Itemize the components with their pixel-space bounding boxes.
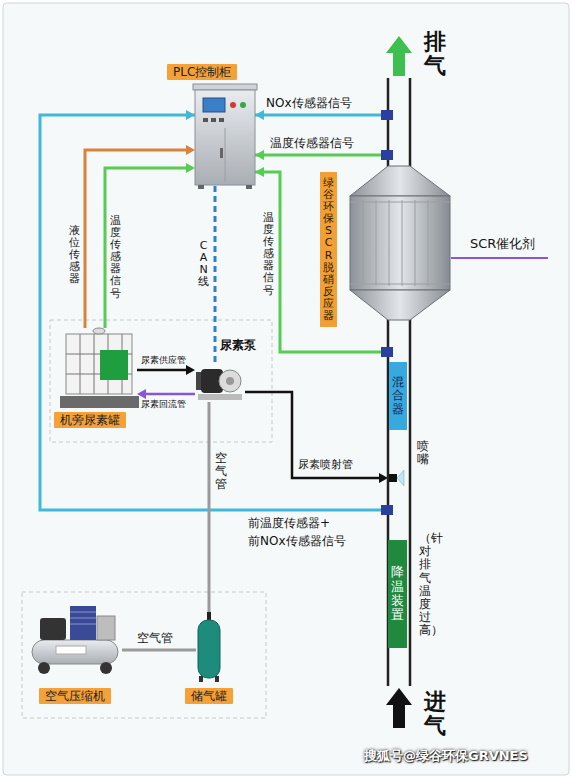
box-text: 降温装置 — [391, 565, 404, 622]
arrow-head — [186, 163, 195, 173]
urea-tank — [60, 328, 139, 408]
signal-name-holder: 温度传感器信号 — [270, 136, 354, 150]
node-heading: 机旁尿素罐 — [54, 412, 126, 428]
connector-label-holder: 尿素供应管 — [141, 355, 186, 366]
part-name: 喷嘴 — [417, 440, 429, 466]
connector-line — [137, 369, 189, 372]
plc-cabinet — [193, 84, 257, 189]
mixer-box: 混合器 — [389, 362, 407, 430]
connector-line — [122, 649, 196, 652]
connector — [137, 389, 195, 399]
node-title: PLC控制柜 — [173, 65, 231, 79]
inlet-label-holder: 进气 — [424, 690, 446, 738]
signal-name: 温度传感器信号 — [263, 212, 274, 297]
connector-line — [85, 150, 189, 328]
node-title: 空气压缩机 — [45, 689, 105, 703]
outlet-arrow — [386, 36, 412, 76]
group-frame — [22, 320, 272, 718]
connector — [85, 145, 195, 328]
arrow-head — [186, 145, 195, 155]
arrow-head — [186, 365, 195, 375]
connector-label: 空气管 — [137, 631, 173, 645]
connector-label-holder: 液位传感器 — [69, 225, 80, 285]
air-compressor: 空气压缩机 — [28, 600, 122, 675]
air-receiver — [198, 612, 220, 682]
sensor — [381, 110, 393, 515]
outlet-label-holder: 排气 — [424, 30, 446, 78]
urea-pump: 尿素泵 — [195, 362, 245, 402]
leader-line — [451, 257, 548, 259]
nozzle — [389, 470, 404, 486]
watermark: 搜狐号@绿谷环保GRVNES — [364, 748, 528, 764]
connector-line — [143, 393, 195, 396]
connector-label-holder: CAN线 — [198, 240, 209, 288]
air-receiver: 储气罐 — [196, 612, 222, 682]
injection-pipe — [245, 392, 388, 483]
connector-label: 液位传感器 — [69, 225, 80, 285]
part-name: SCR催化剂 — [470, 236, 535, 252]
connector-label: 尿素供应管 — [141, 355, 186, 366]
connector — [105, 163, 195, 328]
node-title: 尿素泵 — [220, 338, 256, 352]
note-holder: （针对排气温度过高） — [419, 532, 431, 638]
note: （针对排气温度过高） — [419, 532, 431, 638]
outlet-label: 排气 — [424, 30, 446, 78]
signal-name-holder: NOx传感器信号 — [266, 96, 352, 110]
signal-name: NOx传感器信号 — [266, 96, 352, 110]
connector-label: 空气管 — [215, 452, 227, 492]
connector-label-holder: 尿素回流管 — [141, 399, 186, 410]
signal-name: 前温度传感器+ — [248, 516, 330, 530]
node-heading: 尿素泵 — [220, 338, 256, 352]
connector — [209, 402, 210, 612]
signal-name-holder: 前温度传感器+ — [248, 516, 330, 530]
connector-label-holder: 温度传感器信号 — [110, 215, 121, 300]
scr-reactor — [350, 166, 450, 320]
urea-tank: 机旁尿素罐 — [62, 328, 137, 408]
cooling-box: 降温装置 — [388, 540, 407, 648]
air-compressor — [32, 606, 118, 674]
connector — [122, 650, 196, 651]
node-title: 储气罐 — [191, 689, 227, 703]
pipe-name: 尿素喷射管 — [298, 458, 353, 471]
signal-name-holder: 温度传感器信号 — [263, 212, 274, 297]
connector-label: 温度传感器信号 — [110, 215, 121, 300]
arrow-head — [137, 389, 146, 399]
signal-name-holder: 前NOx传感器信号 — [248, 534, 346, 548]
pipe-name-holder: 尿素喷射管 — [298, 458, 353, 471]
node-title: 机旁尿素罐 — [60, 413, 120, 427]
part-name-holder: SCR催化剂 — [470, 236, 535, 252]
connector-label: 尿素回流管 — [141, 399, 186, 410]
node-heading: PLC控制柜 — [167, 64, 237, 80]
inlet-arrow — [386, 688, 412, 728]
watermark-holder: 搜狐号@绿谷环保GRVNES — [364, 748, 528, 764]
node-heading: 储气罐 — [185, 688, 233, 704]
node-heading: 空气压缩机 — [39, 688, 111, 704]
connector-label-holder: 空气管 — [215, 452, 227, 492]
signal-name: 温度传感器信号 — [270, 136, 354, 150]
connector-line — [105, 168, 189, 328]
reactor-label: 绿谷环保SCR脱硝反应器 — [320, 172, 337, 327]
connector-label: CAN线 — [198, 240, 209, 288]
urea-pump — [196, 369, 242, 400]
signal-name: 前NOx传感器信号 — [248, 534, 346, 548]
page-frame — [3, 3, 569, 775]
part-name-holder: 喷嘴 — [417, 440, 429, 466]
connector-label-holder: 空气管 — [137, 631, 173, 645]
box-text: 绿谷环保SCR脱硝反应器 — [323, 177, 334, 322]
box-text: 混合器 — [392, 376, 404, 416]
connector — [215, 185, 216, 362]
plc-cabinet: PLC控制柜 — [195, 88, 255, 185]
connector — [137, 365, 195, 375]
connector-line — [214, 185, 217, 362]
connector-line — [208, 402, 211, 612]
inlet-label: 进气 — [424, 690, 446, 738]
